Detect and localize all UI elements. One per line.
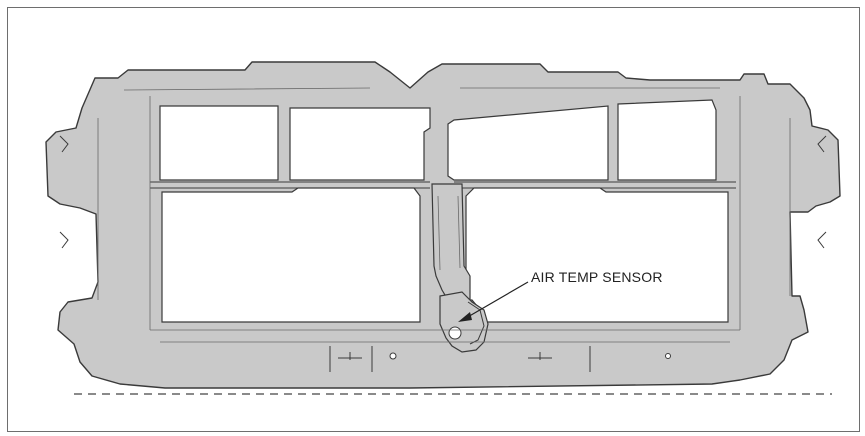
carrier-contour-lines bbox=[97, 87, 791, 343]
upper-opening-2 bbox=[289, 107, 431, 181]
left-side-notch bbox=[59, 135, 69, 249]
sensor-mount-hole bbox=[448, 326, 462, 340]
upper-opening-3 bbox=[447, 105, 609, 181]
right-side-notch bbox=[817, 135, 827, 249]
lower-opening-left bbox=[161, 187, 421, 323]
cross-rail bbox=[150, 181, 736, 189]
upper-opening-4 bbox=[617, 99, 717, 181]
upper-opening-1 bbox=[159, 105, 279, 181]
lower-opening-right bbox=[465, 187, 729, 323]
bolt-hole-right bbox=[665, 353, 671, 359]
bolt-hole-left bbox=[389, 352, 397, 360]
sensor-clip bbox=[467, 301, 485, 345]
lower-bay-details bbox=[329, 346, 591, 372]
center-post-detail bbox=[437, 195, 461, 271]
callout-leader-line bbox=[465, 281, 529, 319]
callout-arrowhead bbox=[458, 312, 472, 322]
air-temp-sensor-label: AIR TEMP SENSOR bbox=[531, 269, 663, 285]
